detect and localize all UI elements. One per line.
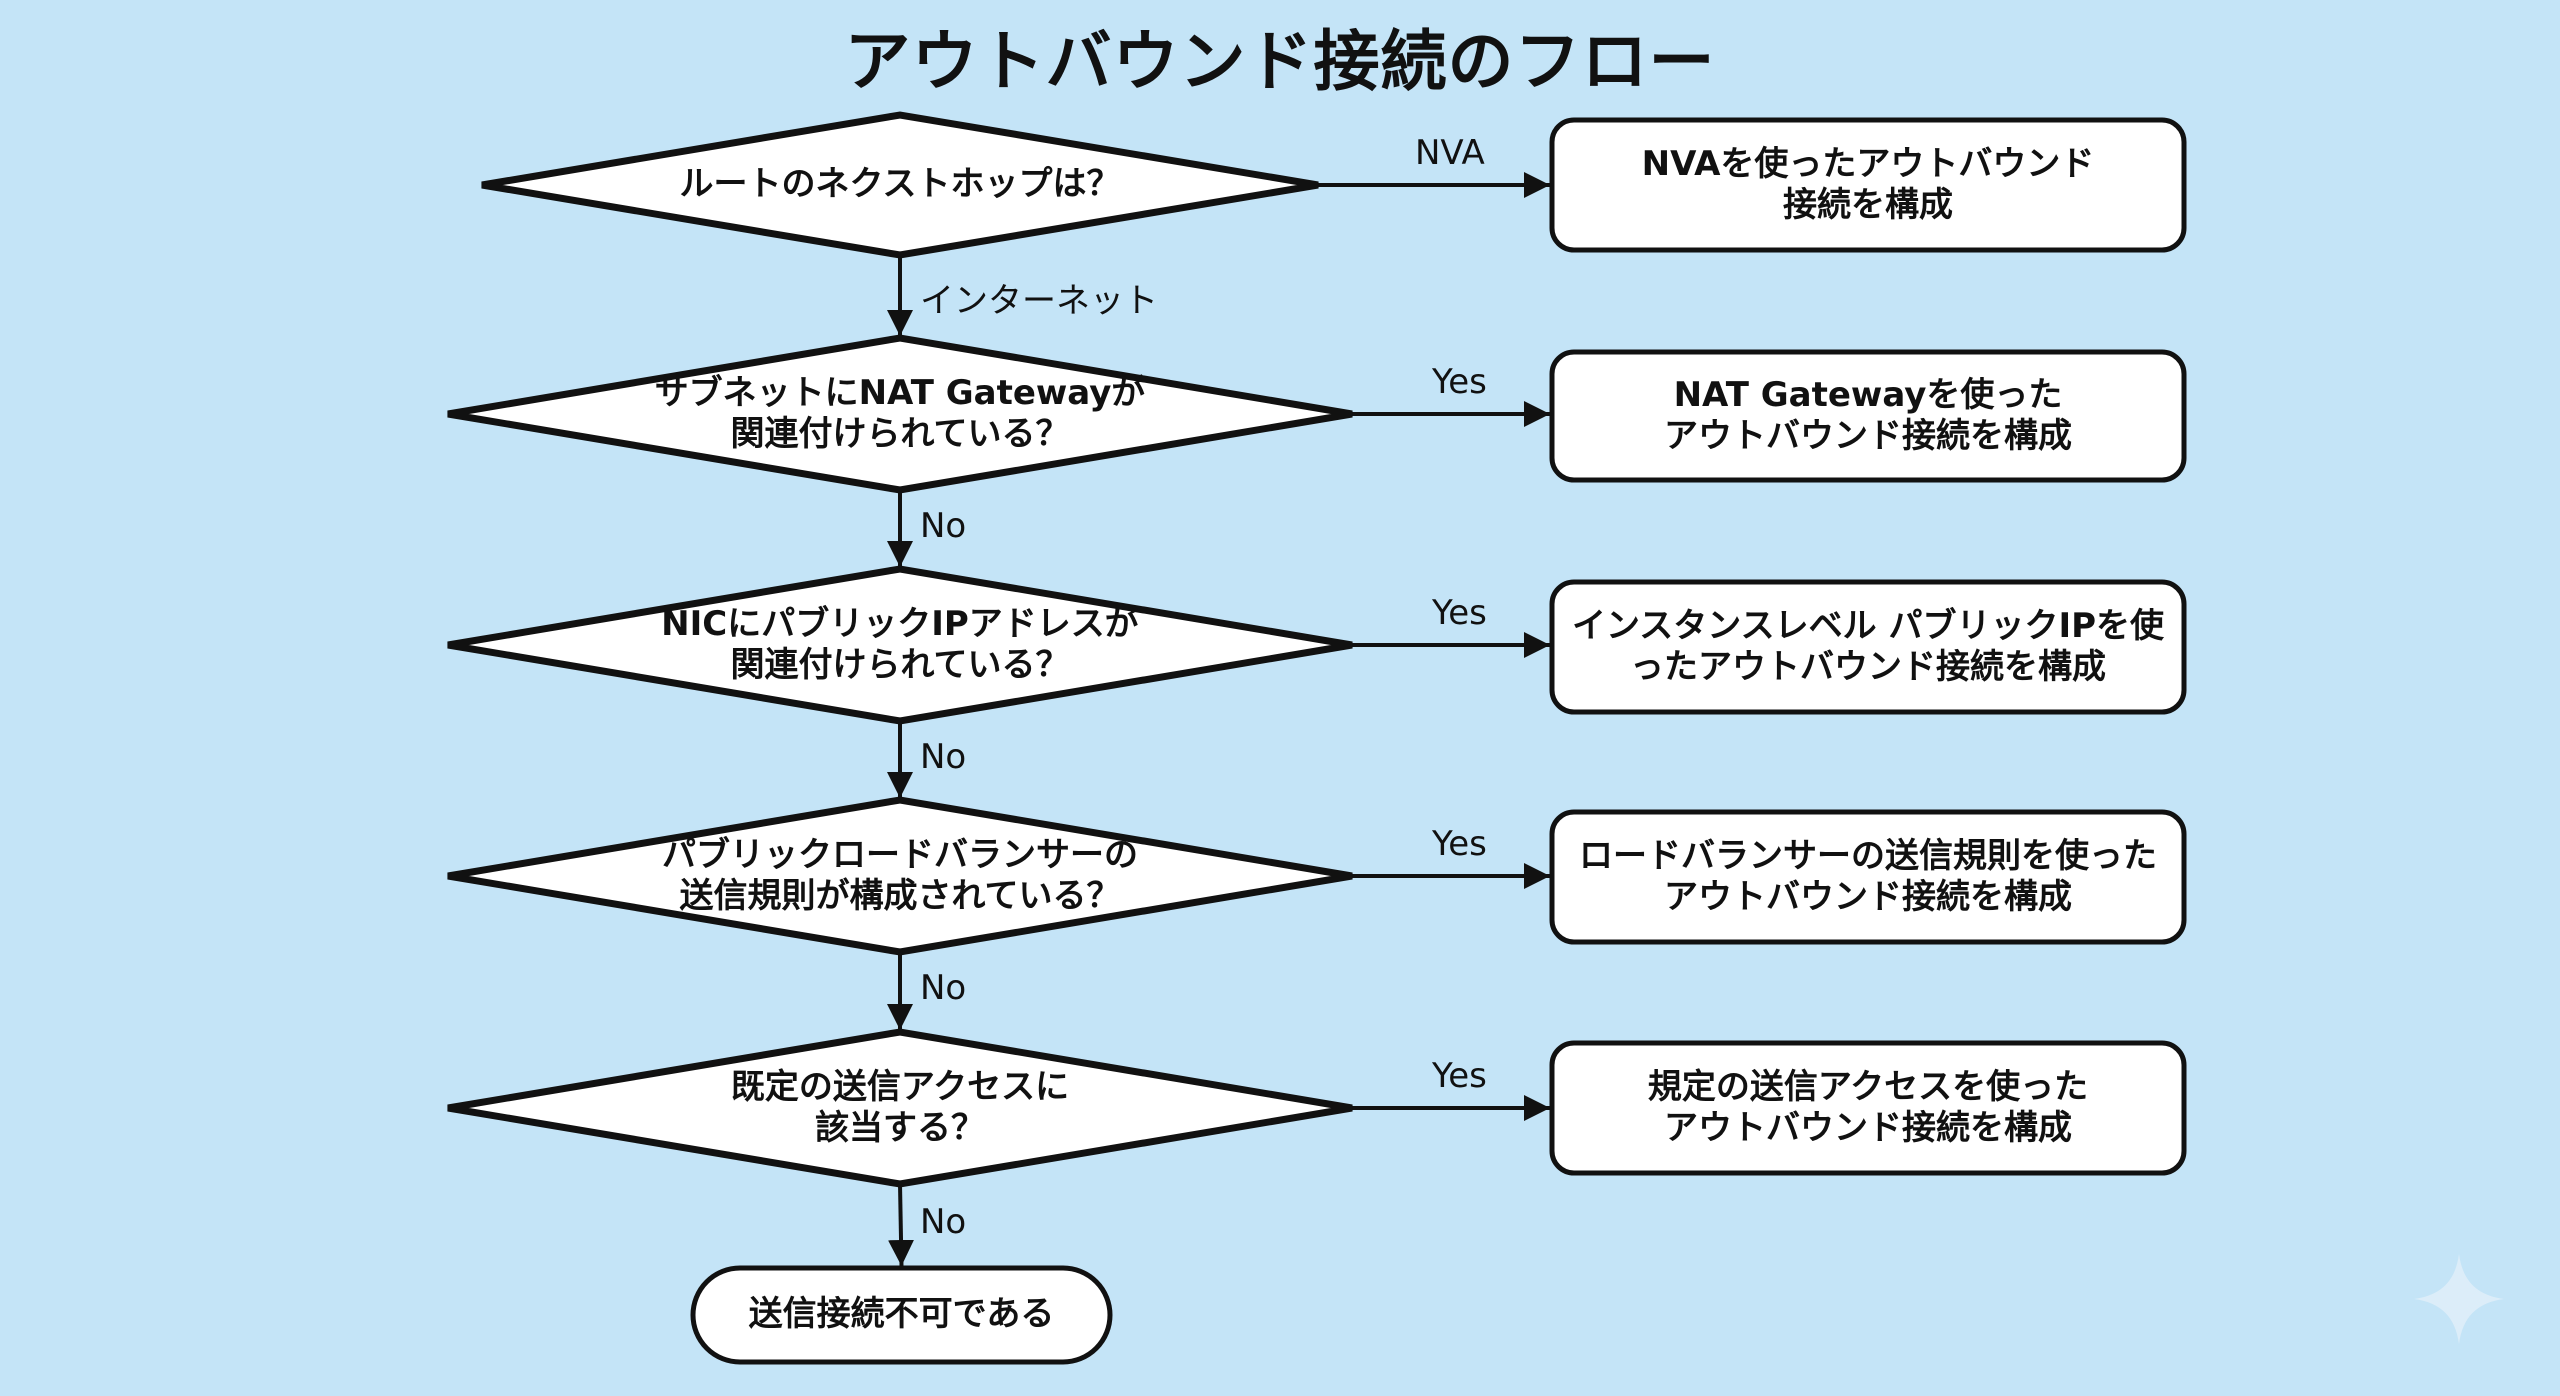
edge-label-d5-terminal: No bbox=[920, 1202, 967, 1242]
outcome-text-4: ロードバランサーの送信規則を使った アウトバウンド接続を構成 bbox=[1579, 835, 2157, 917]
outcome-text-3: インスタンスレベル パブリックIPを使 ったアウトバウンド接続を構成 bbox=[1571, 605, 2165, 687]
terminal-text: 送信接続不可である bbox=[748, 1294, 1055, 1335]
outcome-box-4 bbox=[1549, 809, 2187, 945]
edge-label-d4-o4: Yes bbox=[1432, 824, 1487, 864]
edge-label-d2-d3: No bbox=[920, 505, 967, 546]
edge-label-d2-o2: Yes bbox=[1432, 362, 1487, 402]
edge-label-d3-o3: Yes bbox=[1432, 593, 1487, 633]
outcome-box-2 bbox=[1549, 349, 2187, 483]
decision-text-1: ルートのネクストホップは？ bbox=[679, 164, 1121, 205]
edge-label-d1-o1: NVA bbox=[1415, 133, 1485, 173]
outcome-box-1 bbox=[1549, 117, 2187, 253]
outcome-box-3 bbox=[1549, 579, 2187, 715]
edge-label-d5-o5: Yes bbox=[1432, 1056, 1487, 1096]
diagram-title: アウトバウンド接続のフロー bbox=[844, 23, 1716, 100]
edge-label-d3-d4: No bbox=[920, 736, 967, 777]
decision-diamond-2 bbox=[447, 334, 1353, 494]
edge-label-d1-d2: インターネット bbox=[920, 280, 1158, 321]
outcome-text-5: 規定の送信アクセスを使った アウトバウンド接続を構成 bbox=[1647, 1066, 2089, 1148]
decision-text-5: 既定の送信アクセスに 該当する？ bbox=[730, 1066, 1070, 1148]
decision-diamond-5 bbox=[447, 1028, 1353, 1188]
decision-text-4: パブリックロードバランサーの 送信規則が構成されている？ bbox=[661, 834, 1138, 916]
edge-label-d4-d5: No bbox=[920, 968, 967, 1008]
decision-diamond-4 bbox=[447, 796, 1353, 956]
outcome-text-1: NVAを使ったアウトバウンド 接続を構成 bbox=[1641, 143, 2095, 225]
decision-diamond-3 bbox=[447, 565, 1353, 725]
decision-text-3: NICにパブリックIPアドレスが 関連付けられている？ bbox=[661, 603, 1139, 685]
sparkle-icon bbox=[2414, 1254, 2504, 1344]
decision-text-2: サブネットにNAT Gatewayが 関連付けられている？ bbox=[654, 372, 1146, 454]
outcome-text-2: NAT Gatewayを使った アウトバウンド接続を構成 bbox=[1664, 374, 2072, 456]
edge-arrow-d5-terminal bbox=[888, 1183, 915, 1267]
outcome-box-5 bbox=[1549, 1040, 2187, 1176]
decision-diamond-1 bbox=[481, 111, 1319, 259]
terminal-node bbox=[690, 1265, 1113, 1365]
